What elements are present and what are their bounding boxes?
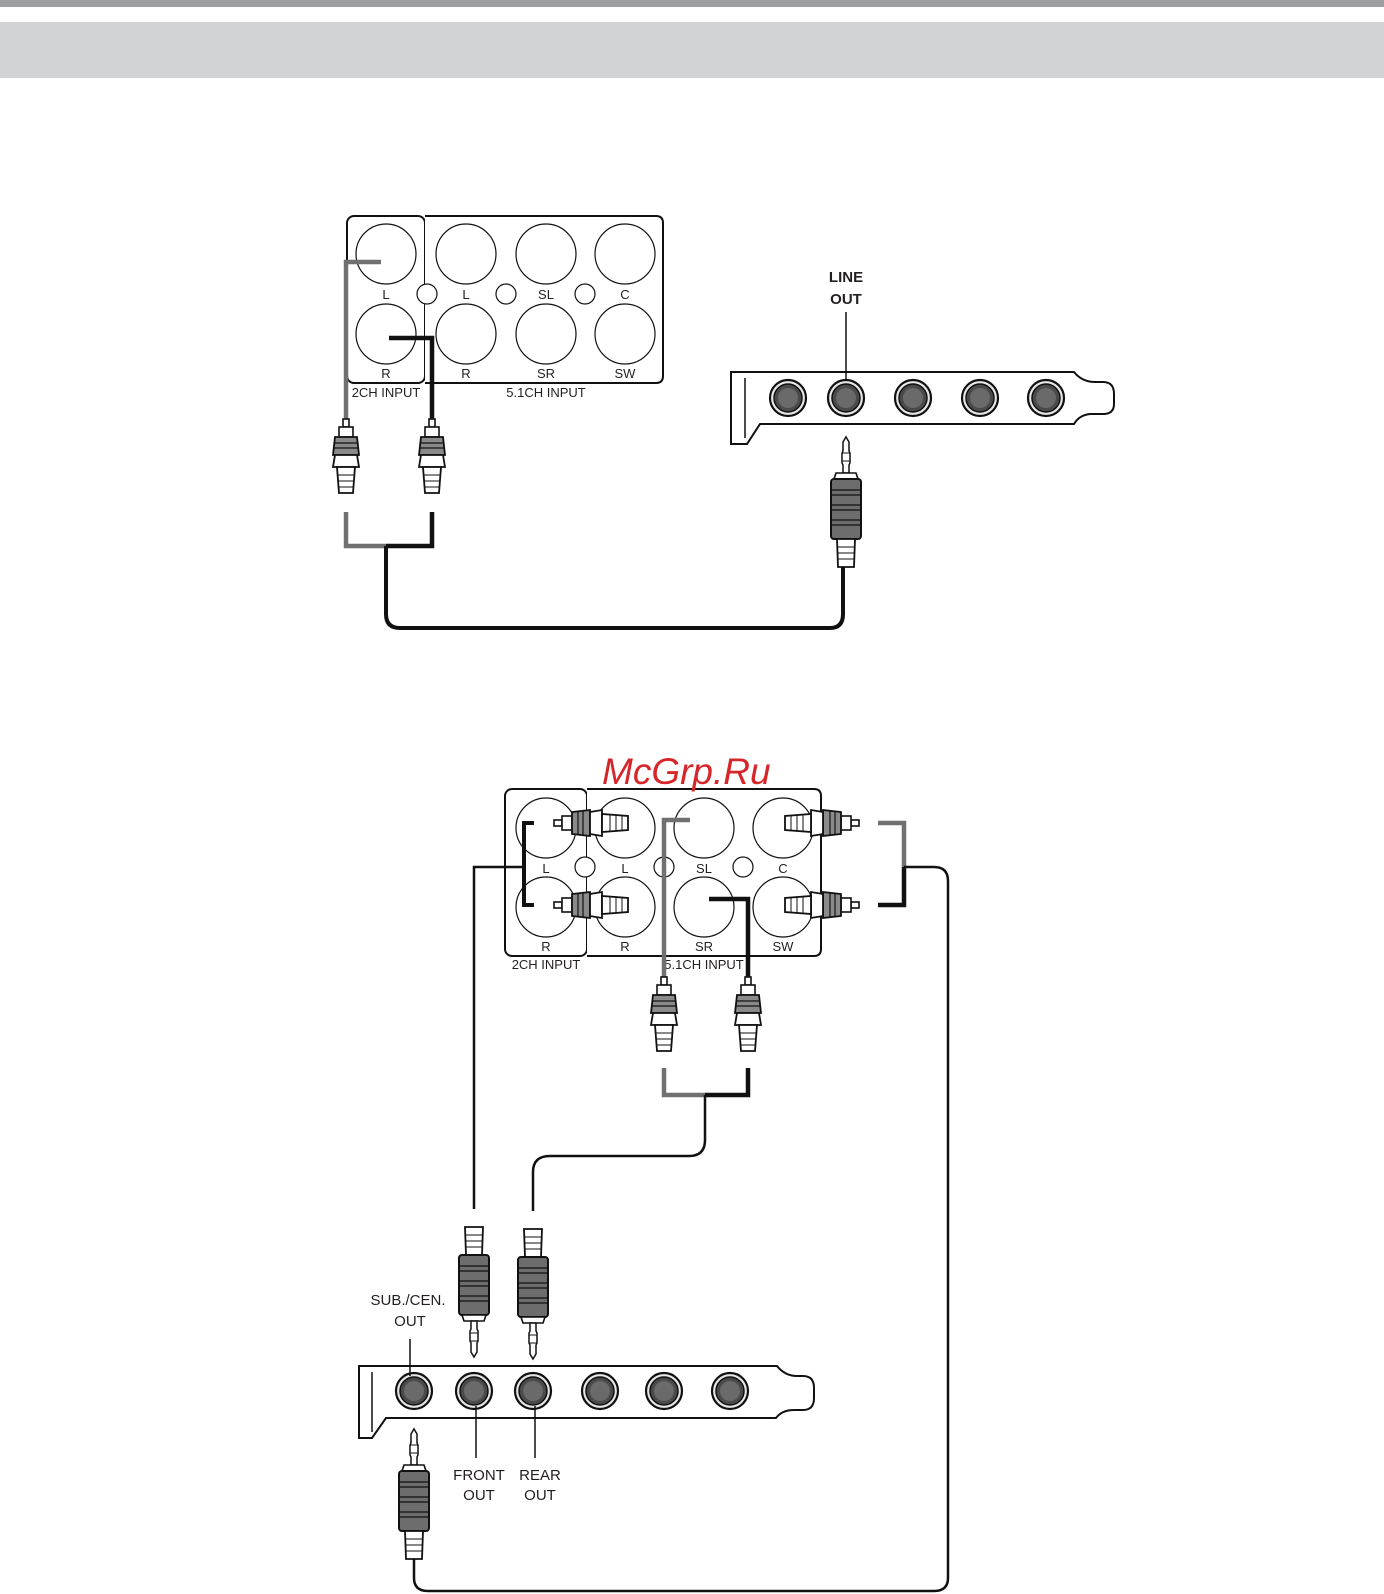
- card-jack: [712, 1373, 748, 1409]
- card-jack: [962, 380, 998, 416]
- card-jack: [895, 380, 931, 416]
- rca-plug-left: [333, 419, 359, 493]
- mini-jack-plug-sub-center: [399, 1429, 429, 1559]
- label-51-sl: SL: [538, 287, 554, 302]
- card-jack-rear: [515, 1373, 551, 1409]
- sound-card-2: [359, 1366, 814, 1438]
- panel-screw: [575, 857, 595, 877]
- card-jack-front: [456, 1373, 492, 1409]
- label-51-sw: SW: [773, 939, 795, 954]
- jack-2ch-l: [356, 224, 416, 284]
- label-51-l: L: [621, 861, 628, 876]
- speaker-input-panel-1: L R L SL C R SR SW 2CH INPUT 5.1CH INPUT: [347, 216, 663, 400]
- panel-screw: [575, 284, 595, 304]
- label-51-c: C: [778, 861, 787, 876]
- label-51-r: R: [620, 939, 629, 954]
- card-jack: [582, 1373, 618, 1409]
- diagram-2: L R L SL C R SR SW 2CH INPUT 5.1CH INPUT: [359, 789, 948, 1591]
- label-51ch-input: 5.1CH INPUT: [506, 385, 586, 400]
- mini-jack-plug-front: [459, 1227, 489, 1357]
- cable-black: [878, 867, 904, 905]
- jack-51-sl: [516, 224, 576, 284]
- label-51-c: C: [620, 287, 629, 302]
- label-2ch-r: R: [381, 366, 390, 381]
- rca-plug-right: [419, 419, 445, 493]
- jack-51-l: [436, 224, 496, 284]
- rear-out-label: OUT: [524, 1487, 556, 1504]
- cable-main: [386, 546, 843, 628]
- label-2ch-input: 2CH INPUT: [512, 957, 581, 972]
- jack-51-c: [595, 224, 655, 284]
- cable-gray: [664, 1068, 705, 1095]
- jack-51-r: [436, 304, 496, 364]
- label-51-l: L: [462, 287, 469, 302]
- rear-out-label: REAR: [519, 1467, 561, 1484]
- label-51-sl: SL: [696, 861, 712, 876]
- mini-jack-plug-rear: [518, 1229, 548, 1359]
- line-out-label: OUT: [830, 291, 862, 308]
- card-jack-line-out: [828, 380, 864, 416]
- line-out-label: LINE: [829, 269, 863, 286]
- label-51-sr: SR: [537, 366, 555, 381]
- jack-2ch-r: [356, 304, 416, 364]
- jack-51-sr: [516, 304, 576, 364]
- label-51ch-input: 5.1CH INPUT: [664, 957, 744, 972]
- card-jack: [1028, 380, 1064, 416]
- mini-jack-plug: [831, 437, 861, 567]
- card-jack: [646, 1373, 682, 1409]
- front-out-label: FRONT: [453, 1467, 505, 1484]
- label-2ch-l: L: [382, 287, 389, 302]
- cable-gray: [878, 823, 904, 867]
- label-2ch-input: 2CH INPUT: [352, 385, 421, 400]
- jack-51-sr: [674, 877, 734, 937]
- card-jack: [770, 380, 806, 416]
- cable-black: [386, 512, 432, 546]
- sub-center-out-label: SUB./CEN.: [370, 1292, 445, 1309]
- label-2ch-r: R: [541, 939, 550, 954]
- sub-center-out-label: OUT: [394, 1313, 426, 1330]
- panel-screw: [733, 857, 753, 877]
- cable-gray: [346, 512, 386, 546]
- panel-screw: [496, 284, 516, 304]
- label-2ch-l: L: [542, 861, 549, 876]
- label-51-sw: SW: [615, 366, 637, 381]
- front-out-label: OUT: [463, 1487, 495, 1504]
- label-51-sr: SR: [695, 939, 713, 954]
- panel-screw: [417, 284, 437, 304]
- rca-plug-sr: [735, 977, 761, 1051]
- label-51-r: R: [461, 366, 470, 381]
- jack-51-sw: [595, 304, 655, 364]
- cable-black: [705, 1068, 748, 1095]
- diagram-1: L R L SL C R SR SW 2CH INPUT 5.1CH INPUT: [333, 216, 1114, 628]
- cable-rear: [533, 1095, 705, 1211]
- rca-plug-sl: [651, 977, 677, 1051]
- jack-51-sl: [674, 798, 734, 858]
- sound-card-1: [731, 372, 1114, 444]
- card-jack-sub-center: [396, 1373, 432, 1409]
- watermark: McGrp.Ru: [602, 751, 771, 792]
